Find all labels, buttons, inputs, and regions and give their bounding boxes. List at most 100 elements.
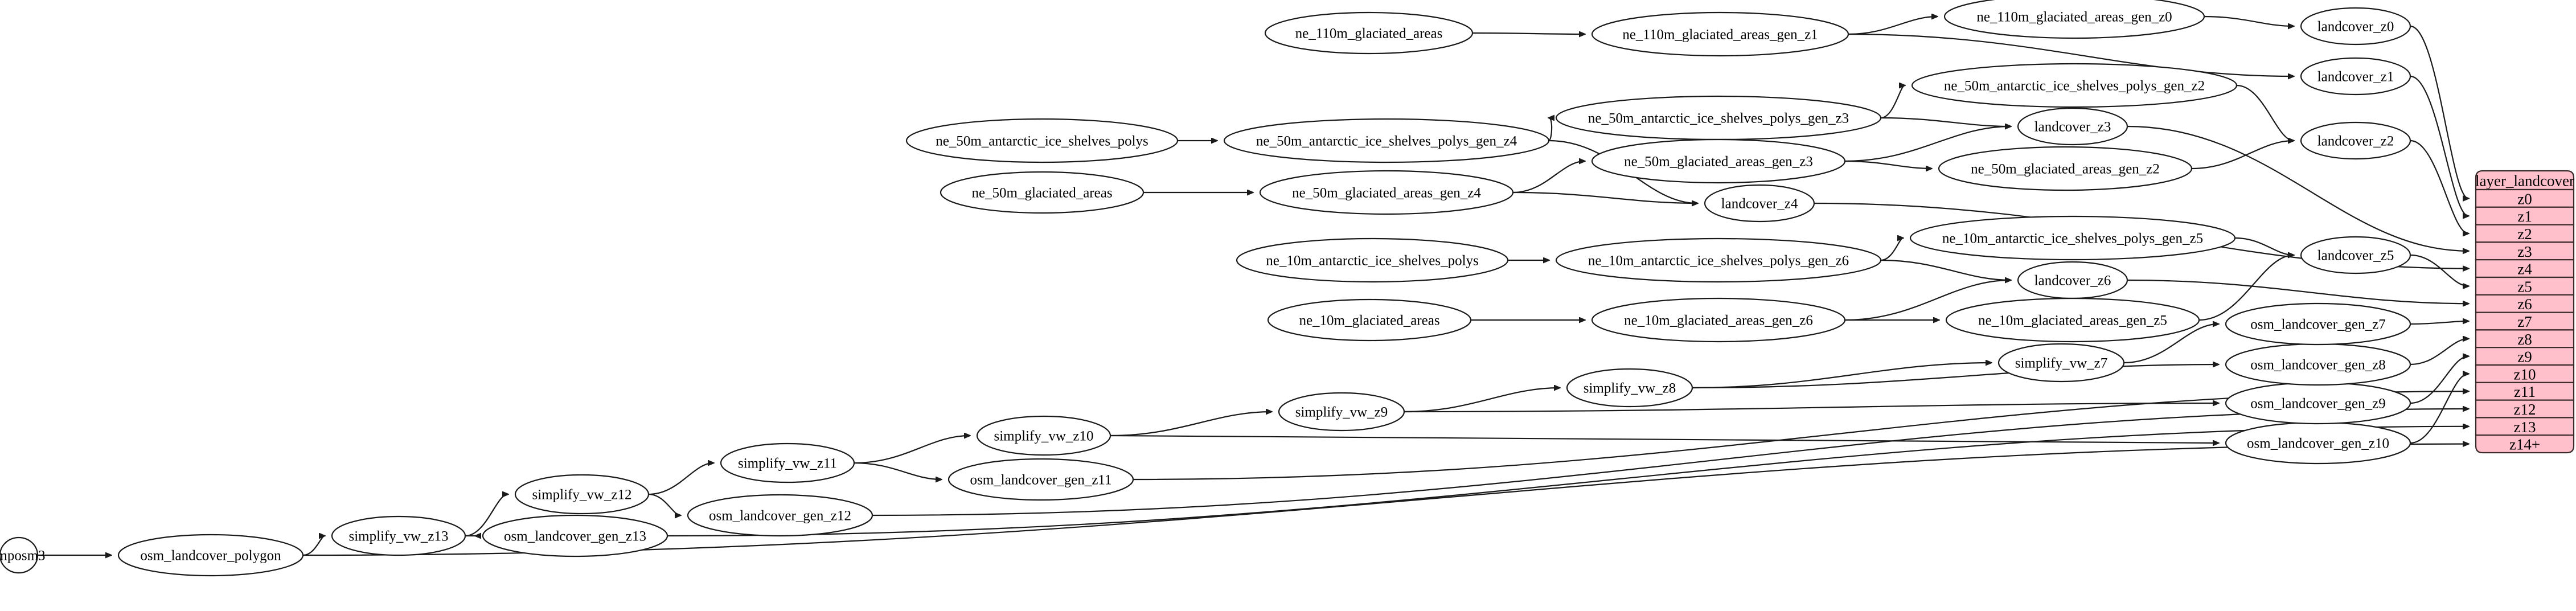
node-ellipse [1997,343,2125,383]
graph-node-ne_50m_glaciated_areas_gen_z3[interactable]: ne_50m_glaciated_areas_gen_z3 [1591,138,1846,184]
graph-node-ne_50m_antarctic_ice_shelves_polys[interactable]: ne_50m_antarctic_ice_shelves_polys [905,118,1179,163]
node-ellipse [1223,118,1550,163]
table-row-label: z6 [2517,296,2532,313]
node-ellipse [1259,170,1514,215]
graph-edge-simplify_vw_z13--simplify_vw_z12 [465,494,508,537]
graph-node-imposm3[interactable]: imposm3 [0,536,46,574]
graph-node-ne_50m_antarctic_ice_shelves_polys_gen_z4[interactable]: ne_50m_antarctic_ice_shelves_polys_gen_z… [1223,118,1550,163]
node-ellipse [1943,0,2205,39]
graph-node-ne_10m_antarctic_ice_shelves_polys_gen_z5[interactable]: ne_10m_antarctic_ice_shelves_polys_gen_z… [1909,215,2236,261]
graph-node-ne_50m_glaciated_areas_gen_z2[interactable]: ne_50m_glaciated_areas_gen_z2 [1938,146,2193,191]
graph-edge-simplify_vw_z10--osm_landcover_gen_z10 [1110,434,2218,443]
graph-node-ne_50m_antarctic_ice_shelves_polys_gen_z3[interactable]: ne_50m_antarctic_ice_shelves_polys_gen_z… [1555,95,1882,141]
graph-node-landcover_z6[interactable]: landcover_z6 [2017,261,2128,300]
node-label: ne_10m_antarctic_ice_shelves_polys_gen_z… [1942,231,2203,247]
graph-node-ne_10m_antarctic_ice_shelves_polys[interactable]: ne_10m_antarctic_ice_shelves_polys [1236,237,1509,283]
graph-edge-ne_10m_glaciated_areas_gen_z5--landcover_z5 [2198,255,2294,321]
graph-node-ne_110m_glaciated_areas[interactable]: ne_110m_glaciated_areas [1264,11,1474,55]
node-ellipse [2017,107,2128,146]
graph-node-osm_landcover_polygon[interactable]: osm_landcover_polygon [117,534,304,577]
node-label: ne_50m_glaciated_areas [971,186,1112,201]
node-ellipse [905,118,1179,163]
node-ellipse [2300,7,2411,46]
graph-node-osm_landcover_gen_z10[interactable]: osm_landcover_gen_z10 [2225,421,2411,465]
table-row-z14+[interactable] [2475,434,2575,454]
table-row-label: z10 [2514,366,2536,383]
table-row-label: z12 [2514,401,2536,418]
graph-node-landcover_z4[interactable]: landcover_z4 [1704,184,1815,223]
graph-edge-landcover_z2--layer_landcover_z2 [2410,140,2468,233]
table-row-label: z8 [2517,331,2532,348]
node-label: osm_landcover_gen_z13 [504,529,646,544]
graph-node-ne_10m_antarctic_ice_shelves_polys_gen_z6[interactable]: ne_10m_antarctic_ice_shelves_polys_gen_z… [1555,237,1882,283]
graph-edge-ne_110m_glaciated_areas--ne_110m_glaciated_areas_gen_z1 [1472,33,1585,34]
node-ellipse [1278,392,1405,432]
table-header-label: layer_landcover [2475,173,2574,190]
graph-edge-simplify_vw_z8--simplify_vw_z7 [1692,363,1991,389]
graph-edge-simplify_vw_z12--osm_landcover_gen_z12 [648,493,680,515]
graph-node-landcover_z1[interactable]: landcover_z1 [2300,57,2411,96]
graph-node-osm_landcover_gen_z13[interactable]: osm_landcover_gen_z13 [482,514,668,557]
graph-edge-osm_landcover_gen_z12--layer_landcover_z12 [872,409,2468,516]
node-layer: imposm3 osm_landcover_polygon simplify_vw_… [0,0,2411,577]
graph-node-ne_50m_glaciated_areas[interactable]: ne_50m_glaciated_areas [940,171,1145,214]
node-ellipse [1938,146,2193,191]
node-ellipse [117,534,304,577]
node-ellipse [1591,11,1849,57]
graph-edge-landcover_z5--layer_landcover_z5 [2410,254,2468,286]
graph-edge-ne_50m_glaciated_areas_gen_z2--landcover_z2 [2191,141,2294,170]
node-ellipse [514,474,650,515]
node-label: ne_10m_glaciated_areas_gen_z6 [1624,313,1813,329]
graph-node-ne_110m_glaciated_areas_gen_z0[interactable]: ne_110m_glaciated_areas_gen_z0 [1943,0,2205,39]
node-label: ne_50m_antarctic_ice_shelves_polys_gen_z… [1256,134,1517,149]
node-label: osm_landcover_gen_z8 [2250,358,2385,373]
graph-node-simplify_vw_z8[interactable]: simplify_vw_z8 [1566,368,1693,408]
node-label: landcover_z2 [2317,134,2394,149]
graph-node-ne_10m_glaciated_areas[interactable]: ne_10m_glaciated_areas [1267,298,1472,342]
graph-node-osm_landcover_gen_z11[interactable]: osm_landcover_gen_z11 [947,458,1134,501]
graph-node-simplify_vw_z11[interactable]: simplify_vw_z11 [720,442,855,483]
node-ellipse [1236,237,1509,283]
graph-edge-ne_50m_glaciated_areas_gen_z4--landcover_z4 [1512,191,1697,203]
graph-node-ne_10m_glaciated_areas_gen_z6[interactable]: ne_10m_glaciated_areas_gen_z6 [1591,297,1846,343]
graph-node-simplify_vw_z10[interactable]: simplify_vw_z10 [976,415,1111,456]
node-ellipse [1566,368,1693,408]
graph-node-osm_landcover_gen_z12[interactable]: osm_landcover_gen_z12 [687,494,873,537]
graph-node-simplify_vw_z9[interactable]: simplify_vw_z9 [1278,392,1405,432]
graph-edge-simplify_vw_z9--osm_landcover_gen_z9 [1404,403,2218,413]
graph-edge-ne_10m_antarctic_ice_shelves_polys_gen_z5--landcover_z5 [2234,237,2294,255]
node-ellipse [687,494,873,537]
graph-node-osm_landcover_gen_z7[interactable]: osm_landcover_gen_z7 [2225,302,2411,346]
node-label: ne_10m_antarctic_ice_shelves_polys_gen_z… [1588,253,1849,269]
node-label: landcover_z5 [2317,248,2394,264]
graph-node-osm_landcover_gen_z8[interactable]: osm_landcover_gen_z8 [2225,343,2411,386]
graph-edge-ne_10m_antarctic_ice_shelves_polys_gen_z6--landcover_z6 [1880,259,2011,280]
graph-node-ne_10m_glaciated_areas_gen_z5[interactable]: ne_10m_glaciated_areas_gen_z5 [1945,297,2200,343]
table-row-label: z13 [2514,419,2536,436]
graph-node-osm_landcover_gen_z9[interactable]: osm_landcover_gen_z9 [2225,382,2411,425]
node-ellipse [1264,11,1474,55]
graph-node-landcover_z2[interactable]: landcover_z2 [2300,121,2411,160]
table-row-label: z14+ [2509,436,2540,453]
node-label: landcover_z6 [2034,273,2111,289]
node-label: landcover_z4 [1721,196,1798,212]
graph-node-landcover_z0[interactable]: landcover_z0 [2300,7,2411,46]
graph-node-landcover_z3[interactable]: landcover_z3 [2017,107,2128,146]
graph-edge-osm_landcover_polygon--layer_landcover_z14 [302,444,2468,556]
graph-edge-osm_landcover_gen_z9--layer_landcover_z9 [2410,356,2468,404]
node-label: imposm3 [0,548,46,564]
graph-node-simplify_vw_z7[interactable]: simplify_vw_z7 [1997,343,2125,383]
node-label: ne_110m_glaciated_areas [1295,26,1443,42]
graph-node-ne_110m_glaciated_areas_gen_z1[interactable]: ne_110m_glaciated_areas_gen_z1 [1591,11,1849,57]
graph-edge-landcover_z0--layer_landcover_z0 [2410,25,2468,198]
graph-node-ne_50m_glaciated_areas_gen_z4[interactable]: ne_50m_glaciated_areas_gen_z4 [1259,170,1514,215]
table-row-label: z2 [2517,225,2532,243]
node-label: ne_10m_antarctic_ice_shelves_polys [1266,253,1479,269]
graph-node-simplify_vw_z13[interactable]: simplify_vw_z13 [331,515,466,556]
node-label: ne_10m_glaciated_areas_gen_z5 [1978,313,2167,329]
graph-node-ne_50m_antarctic_ice_shelves_polys_gen_z2[interactable]: ne_50m_antarctic_ice_shelves_polys_gen_z… [1911,63,2238,108]
graph-node-landcover_z5[interactable]: landcover_z5 [2300,236,2411,274]
graph-node-simplify_vw_z12[interactable]: simplify_vw_z12 [514,474,650,515]
